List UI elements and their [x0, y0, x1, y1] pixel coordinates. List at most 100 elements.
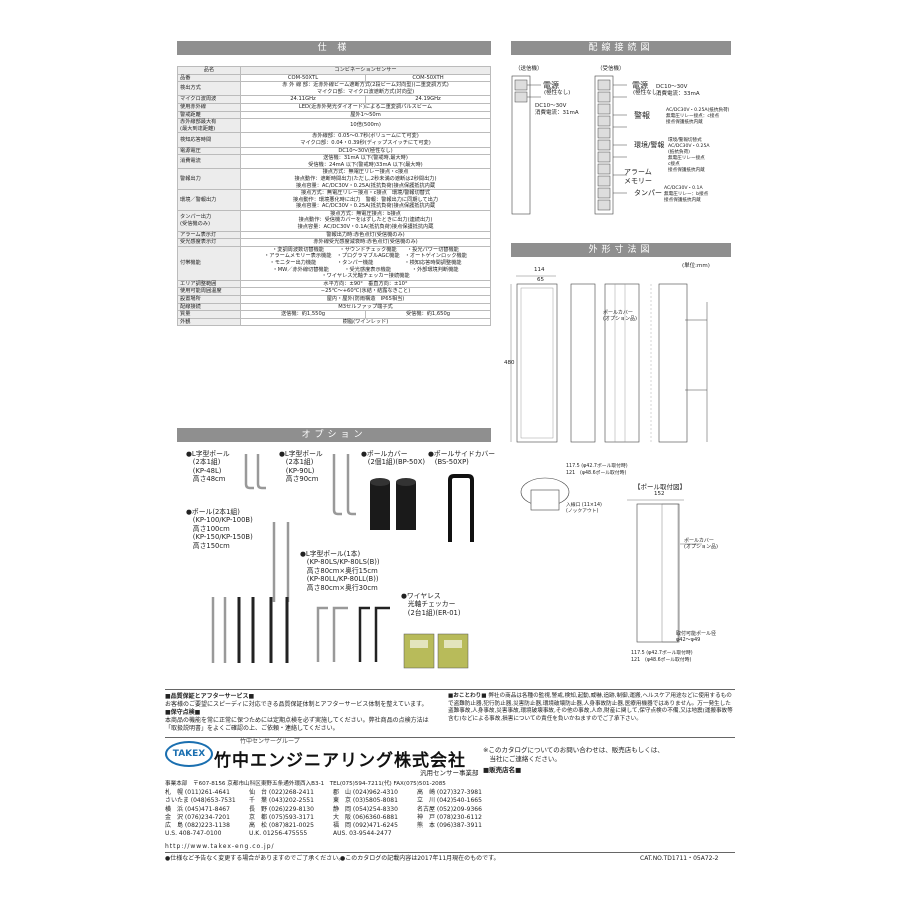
- spec-key: 品番: [177, 73, 241, 83]
- dim-121: 121 (φ48.6ポール取付時): [566, 471, 627, 476]
- spec-value: 水平方向：±90° 垂直方向：±10°: [240, 279, 491, 289]
- spec-row: 環境／警報出力接点方式：無電圧リレー接点・c接点 環境/警報切替式 接点動作：環…: [177, 189, 491, 211]
- office-entry: 福 岡 (092)471-6245: [333, 822, 398, 830]
- spec-value: 接点方式：無電圧接点：b接点 接点動作：受信機カバーをはずしたときに出力(連続出…: [240, 209, 491, 232]
- bottom-note-2: ●このカタログの記載内容は2017年11月現在のものです。: [340, 855, 500, 862]
- quality-title: ■品質保証とアフターサービス■: [165, 693, 255, 700]
- notice-title: ■おことわり■: [448, 693, 487, 699]
- office-entry: 名古屋 (052)209-9366: [417, 805, 482, 813]
- spec-row: 消費電流送信機：31mA 以下(警戒時,最大時) 受信機：24mA 以下(警戒時…: [177, 154, 491, 170]
- dims-section-title: 外形寸法図: [511, 243, 731, 257]
- pole-mount-drawing: [627, 499, 702, 643]
- office-entry: 大 阪 (06)6360-6881: [333, 813, 398, 821]
- website-link[interactable]: http://www.takex-eng.co.jp/: [165, 843, 275, 850]
- option-l-pole-single: ●L字型ポール(1本) (KP-80LS/KP-80LS(B)) 高さ80cm×…: [300, 550, 380, 592]
- spec-value: 接点方式：無電圧リレー接点・c接点 接点動作：遮断時間出力(ただし,2秒未満の遮…: [240, 168, 491, 191]
- spec-key: タンパー出力 (受信機のみ): [177, 209, 241, 232]
- spec-key: 消費電流: [177, 154, 241, 170]
- rx-power-spec: DC10～30V 消費電流：33mA: [656, 84, 700, 97]
- dim-117-b: 117.5 (φ42.7ポール取付時): [631, 651, 693, 656]
- spec-key: 使用赤外線: [177, 102, 241, 112]
- spec-key: 警報出力: [177, 168, 241, 191]
- alarm-spec: AC/DC30V・0.25A(抵抗負荷) 無電圧リレー接点：c接点 接点保護抵抗…: [666, 108, 730, 125]
- hq-address: 事業本部 〒607-8156 京都市山科区東野五条通外環西入B3-1 TEL(0…: [165, 781, 446, 787]
- rx-terminal: [597, 187, 611, 199]
- notice-text: 弊社の商品は各種の監視,警戒,検知,起動,威嚇,追跡,制御,運搬,ヘルスケア用途…: [448, 693, 733, 722]
- quality-block: ■品質保証とアフターサービス■ お客様のご要望にスピーディに対応できる品質保証体…: [165, 693, 440, 733]
- top-view: [520, 477, 570, 511]
- spec-row: 検出方式赤 外 線 部：近赤外線ビーム遮断方式(2段ビーム対向型)(二重変調方式…: [177, 81, 491, 97]
- office-entry: 京 都 (075)593-3171: [249, 813, 314, 821]
- spec-value: M3セルファップ端子式: [240, 302, 491, 312]
- kp48l-image: [244, 454, 266, 490]
- spec-value: 接点方式：無電圧リレー接点・c接点 環境/警報切替式 接点動作：環境悪化時に出力…: [240, 189, 491, 211]
- option-pole-cover: ●ポールカバー (2個1組)(BP-50X): [361, 450, 426, 467]
- option-pole: ●ポール(2本1組) (KP-100/KP-100B) 高さ100cm (KP-…: [186, 508, 253, 550]
- option-kp90l: ●L字型ポール (2本1組) (KP-90L) 高さ90cm: [279, 450, 323, 484]
- office-entry: 広 島 (082)223-1138: [165, 822, 230, 830]
- office-entry: 長 野 (026)229-8130: [249, 805, 314, 813]
- tx-power-spec: DC10～30V 消費電流：31mA: [535, 103, 579, 116]
- pole-cover-image: [370, 478, 416, 530]
- dim-65: 65: [537, 277, 544, 283]
- pole-150-image: [211, 597, 289, 663]
- spec-row: タンパー出力 (受信機のみ)接点方式：無電圧接点：b接点 接点動作：受信機カバー…: [177, 209, 491, 232]
- memory-label: アラーム メモリー: [624, 168, 652, 185]
- pole-mount-note: 取付可能ポール径 φ42～φ49: [676, 631, 717, 643]
- options-section-title: オプション: [177, 428, 491, 442]
- option-checker: ●ワイヤレス 光軸チェッカー (2台1組)(ER-01): [401, 592, 461, 617]
- spec-key: 使用可能周囲温度: [177, 287, 241, 296]
- hole-label: 入線口 (11×14) (ノックアウト): [566, 503, 602, 514]
- env-label: 環境/警報: [634, 141, 665, 149]
- dealer-label: ■販売店名■: [483, 766, 522, 774]
- spec-header-value: コンビネーションセンサー: [240, 66, 491, 75]
- spec-value: 屋外1～50m: [240, 110, 491, 120]
- inquiry-text: ※このカタログについてのお問い合わせは、販売店もしくは、 当社にご連絡ください。: [483, 746, 664, 763]
- catalog-number: CAT.NO.TD1711・05A72-2: [640, 855, 719, 862]
- rx-terminal: [597, 127, 611, 139]
- spec-header-key: 品名: [177, 66, 241, 75]
- spec-value: 赤 外 線 部：近赤外線ビーム遮断方式(2段ビーム対向型)(二重変調方式) マイ…: [240, 81, 491, 97]
- spec-section-title: 仕 様: [177, 41, 491, 55]
- spec-row: 設置場所屋内・屋外(防雨構造 IP65相当): [177, 295, 491, 304]
- spec-value: DC10～30V(極性なし): [240, 146, 491, 156]
- spec-key: 電源電圧: [177, 146, 241, 156]
- rx-label: （受信機）: [597, 66, 625, 72]
- spec-row: アラーム表示灯警報出力時:赤色点灯(受信機のみ): [177, 230, 491, 240]
- spec-key: 設置場所: [177, 295, 241, 304]
- office-entry: 札 幌 (011)261-4641: [165, 789, 230, 796]
- rx-terminal: [597, 199, 611, 211]
- side-cover-image: [448, 474, 474, 542]
- spec-value: 赤外線受光感度減衰時:赤色点灯(受信機のみ): [240, 238, 491, 247]
- dim-480: 480: [504, 360, 515, 366]
- spec-row: 警戒距離屋外1～50m: [177, 110, 491, 120]
- spec-key: 環境／警報出力: [177, 189, 241, 211]
- spec-key: 検出方式: [177, 81, 241, 97]
- office-entry: 東 京 (03)5805-8081: [333, 797, 398, 805]
- bottom-note-1: ●仕様など予告なく変更する場合がありますのでご了承ください。: [165, 855, 345, 862]
- office-entry: 郡 山 (024)962-4310: [333, 789, 398, 796]
- option-kp48l: ●L字型ポール (2本1組) (KP-48L) 高さ48cm: [186, 450, 230, 484]
- dims-lines: [510, 275, 708, 443]
- rx-terminal: [597, 151, 611, 163]
- spec-row: 検知応答時間赤外線部：0.05～0.7秒(ボリュームにて可変) マイクロ部：0.…: [177, 132, 491, 148]
- office-entry: 神 戸 (078)230-6112: [417, 813, 482, 821]
- spec-row: 赤外線部最大有 (最大到達距離)10倍(500m): [177, 118, 491, 134]
- spec-value: ・変調周波数切替機能 ・サウンドチェック機能 ・投光パワー切替機能 ・アラームメ…: [240, 245, 491, 281]
- office-entry: 千 葉 (043)202-2551: [249, 797, 314, 805]
- rx-terminal: [597, 103, 611, 115]
- rx-terminal: [597, 139, 611, 151]
- dim-121-b: 121 (φ48.6ポール取付時): [631, 658, 692, 663]
- l-pole-single-image: [316, 606, 390, 662]
- group-name: 竹中センサーグループ: [240, 738, 300, 745]
- spec-key: アラーム表示灯: [177, 230, 241, 240]
- department: 汎用センサー事業部: [420, 769, 479, 777]
- tx-power-sub: (極性なし): [544, 90, 571, 96]
